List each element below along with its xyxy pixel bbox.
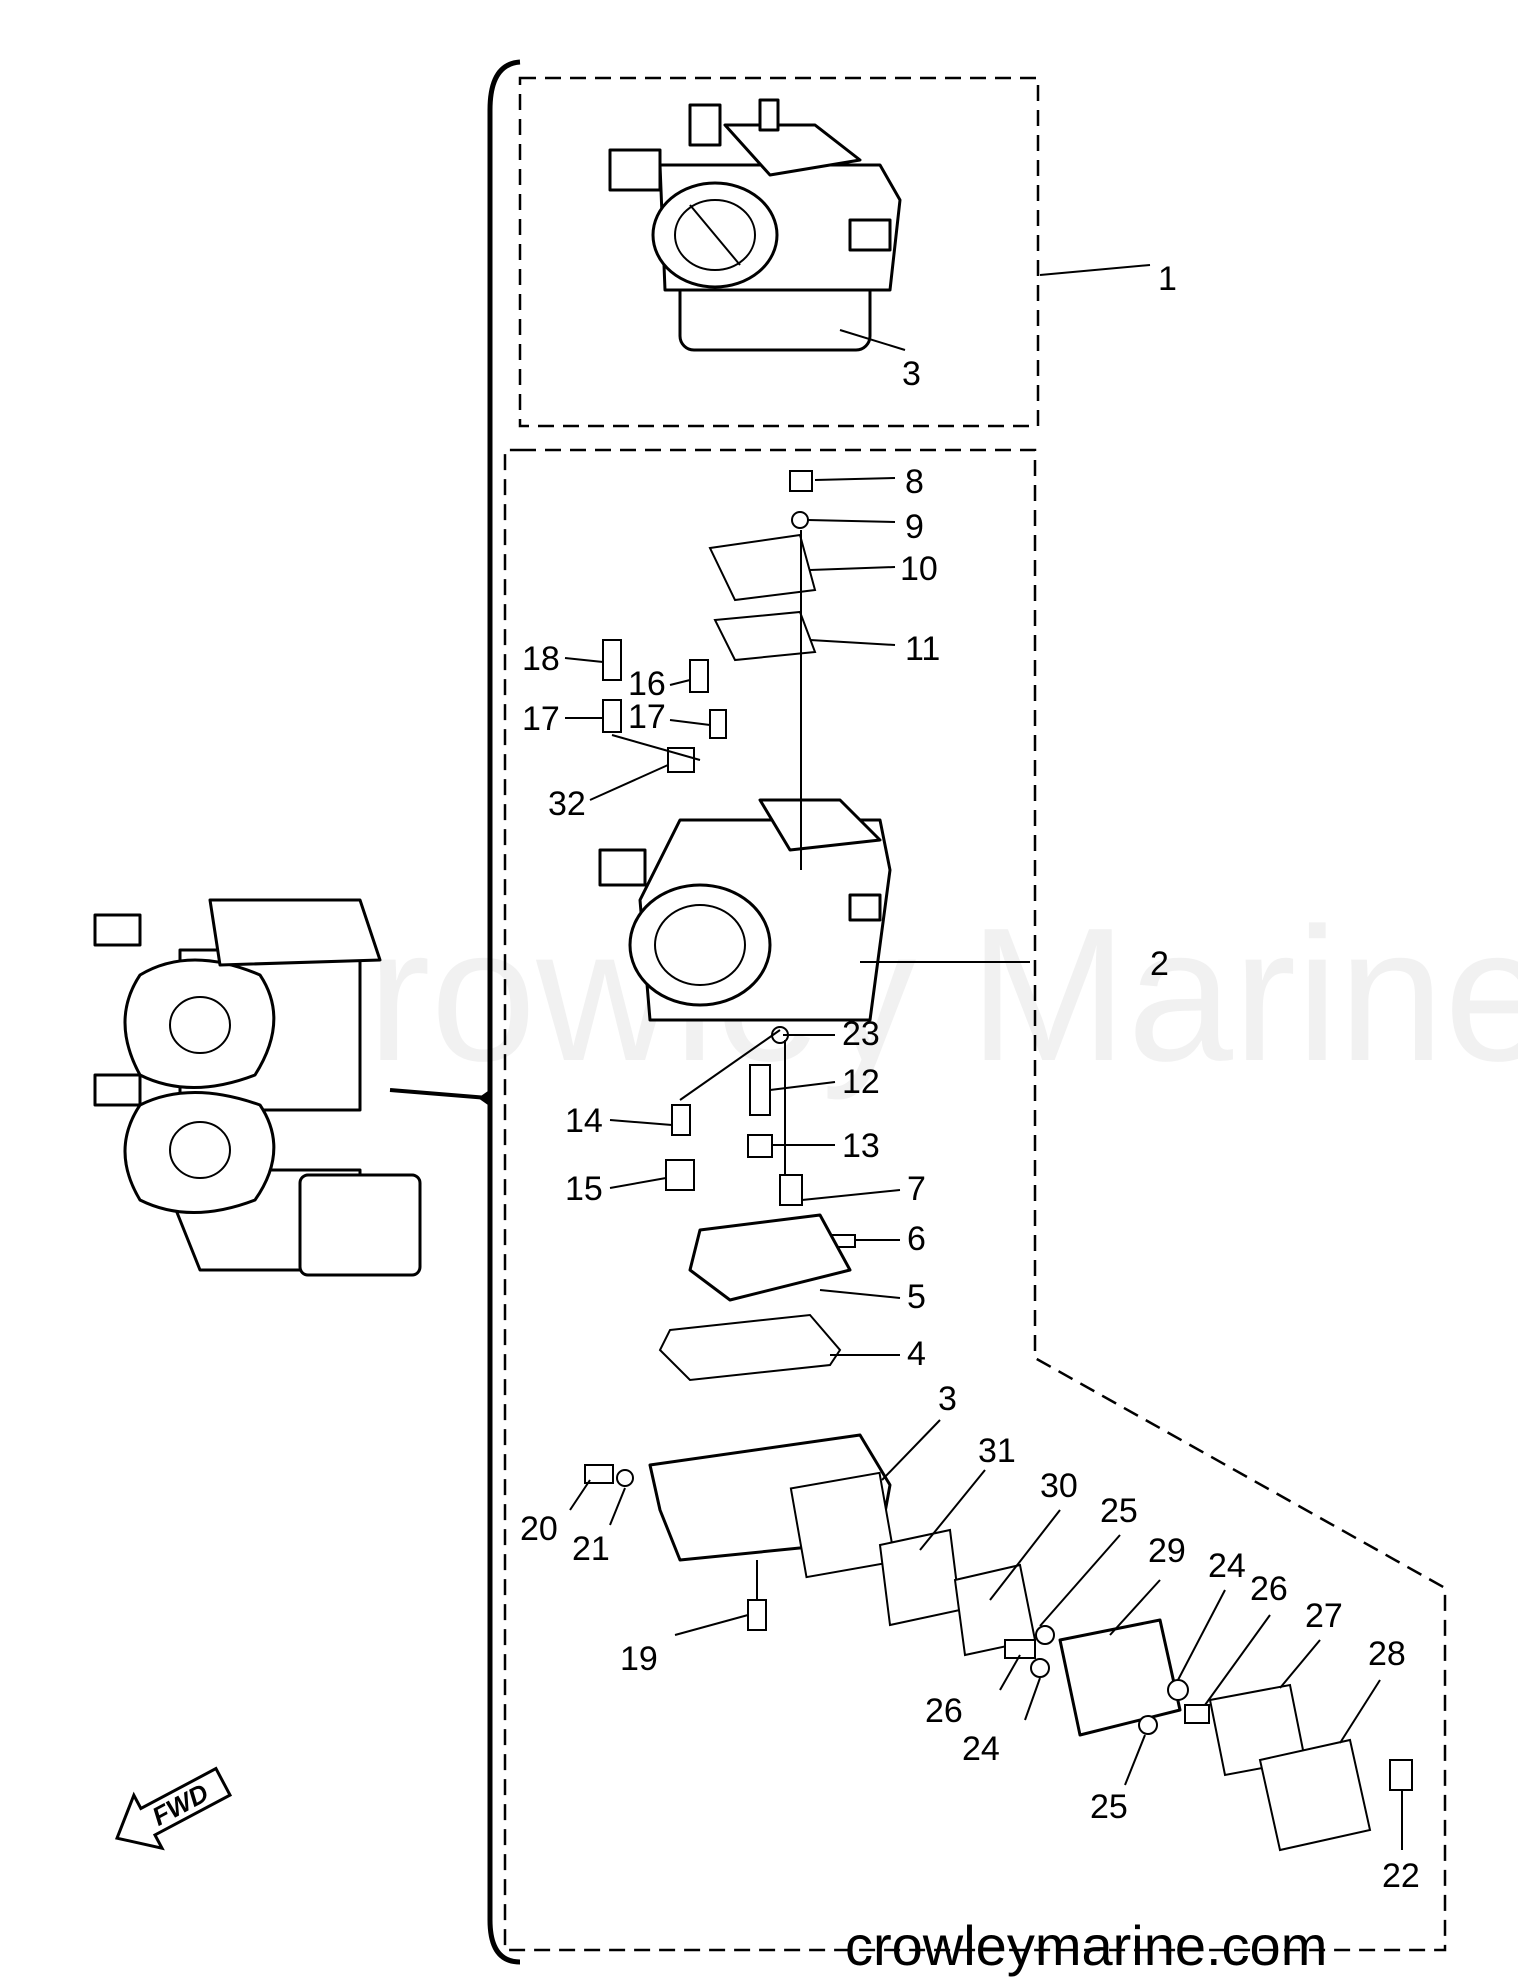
- pump-body-29-drawing: [1058, 1618, 1182, 1737]
- cover-28-drawing: [1258, 1738, 1372, 1852]
- alignment-line-jet14: [679, 1029, 781, 1101]
- label-4: 4: [907, 1335, 926, 1373]
- label-14: 14: [565, 1102, 603, 1140]
- spring-17b-drawing: [709, 709, 727, 739]
- label-21: 21: [572, 1530, 610, 1568]
- label-24-bottom: 24: [962, 1730, 1000, 1768]
- label-9: 9: [905, 508, 924, 546]
- jet-13-drawing: [747, 1134, 773, 1158]
- label-28: 28: [1368, 1635, 1406, 1673]
- label-6: 6: [907, 1220, 926, 1258]
- forward-direction-arrow: FWD: [114, 1766, 233, 1851]
- label-7: 7: [907, 1170, 926, 1208]
- label-13: 13: [842, 1127, 880, 1165]
- seal-24a-drawing: [1030, 1658, 1050, 1678]
- screw-16-drawing: [689, 659, 709, 693]
- label-24-top: 24: [1208, 1547, 1246, 1585]
- label-26-right: 26: [1250, 1570, 1288, 1608]
- carburetor-body-drawing: [598, 798, 1030, 1022]
- jet-14-drawing: [671, 1104, 691, 1136]
- label-2: 2: [1150, 945, 1169, 983]
- carburetor-assembly-drawing: [608, 98, 906, 352]
- site-url: crowleymarine.com: [845, 1914, 1327, 1977]
- float-5-drawing: [688, 1213, 852, 1302]
- label-18: 18: [522, 640, 560, 678]
- valve-25a-drawing: [1035, 1625, 1055, 1645]
- valve-7-drawing: [779, 1174, 803, 1206]
- label-3-top: 3: [902, 355, 921, 393]
- callout-lines: [564, 264, 1403, 1850]
- label-27: 27: [1305, 1597, 1343, 1635]
- label-26-left: 26: [925, 1692, 963, 1730]
- label-10: 10: [900, 550, 938, 588]
- label-3-bottom: 3: [938, 1380, 957, 1418]
- assembly-box: [518, 76, 1040, 428]
- label-25-top: 25: [1100, 1492, 1138, 1530]
- screw-18-drawing: [602, 639, 622, 681]
- label-16: 16: [628, 665, 666, 703]
- label-23: 23: [842, 1015, 880, 1053]
- twin-carburetor-drawing: [93, 898, 422, 1277]
- screw-8-drawing: [789, 470, 813, 492]
- plate-3-drawing: [789, 1471, 897, 1579]
- valve-25b-drawing: [1138, 1715, 1158, 1735]
- nozzle-12-drawing: [749, 1064, 771, 1116]
- label-30: 30: [1040, 1467, 1078, 1505]
- label-11: 11: [905, 630, 940, 668]
- label-25-bottom: 25: [1090, 1788, 1128, 1826]
- label-17-right: 17: [628, 698, 666, 736]
- label-31: 31: [978, 1432, 1016, 1470]
- label-32: 32: [548, 785, 586, 823]
- spring-17a-drawing: [602, 699, 622, 733]
- label-20: 20: [520, 1510, 558, 1548]
- gasket-31-drawing: [878, 1528, 962, 1627]
- screw-26b-drawing: [1184, 1704, 1210, 1724]
- washer-9-drawing: [791, 511, 809, 529]
- group-bracket: [487, 59, 521, 1965]
- screw-20-drawing: [584, 1464, 614, 1484]
- label-29: 29: [1148, 1532, 1186, 1570]
- seal-24b-drawing: [1167, 1679, 1189, 1701]
- label-22: 22: [1382, 1857, 1420, 1895]
- label-8: 8: [905, 463, 924, 501]
- bracket-leader: [389, 1088, 489, 1100]
- label-17-left: 17: [522, 700, 560, 738]
- part-labels: 1 3 8 9 10 11 18 17 16 17 32 2 23 12 13 …: [520, 260, 1420, 1895]
- label-15: 15: [565, 1170, 603, 1208]
- gasket-4-drawing: [658, 1313, 842, 1382]
- label-12: 12: [842, 1063, 880, 1101]
- washer-21-drawing: [616, 1469, 634, 1487]
- alignment-line-pilot: [611, 734, 701, 761]
- screw-19-drawing: [747, 1599, 767, 1631]
- label-19: 19: [620, 1640, 658, 1678]
- screw-26a-drawing: [1004, 1639, 1036, 1659]
- label-5: 5: [907, 1278, 926, 1316]
- cover-10-drawing: [708, 533, 817, 602]
- screw-22-drawing: [1389, 1759, 1413, 1791]
- gasket-11-drawing: [713, 610, 817, 662]
- label-1: 1: [1158, 260, 1177, 298]
- jet-15-drawing: [665, 1159, 695, 1191]
